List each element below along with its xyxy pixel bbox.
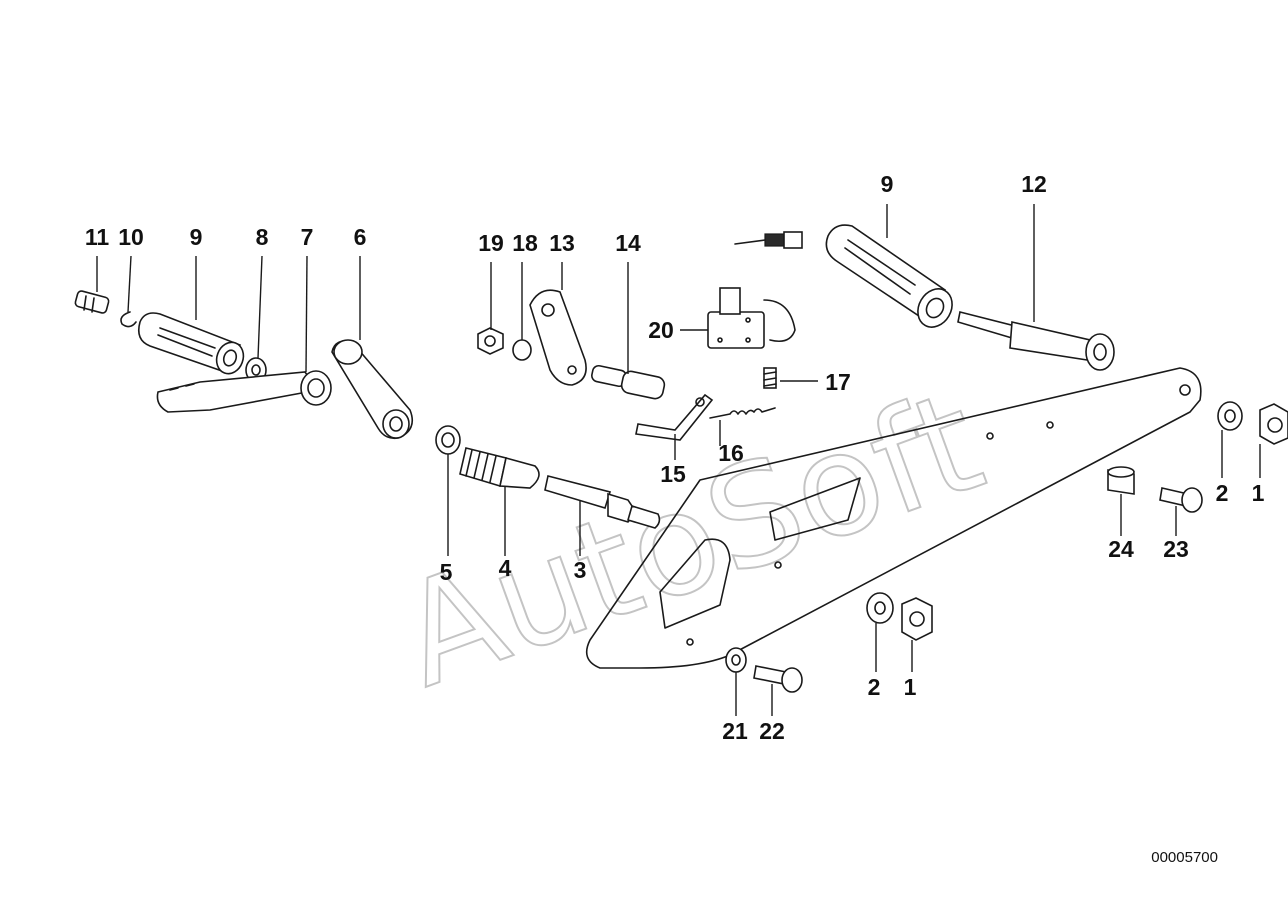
nut-part-19	[477, 327, 504, 355]
spring-wire-part-16	[709, 407, 776, 419]
washer-part-18	[512, 339, 532, 361]
pin-part-14	[591, 364, 666, 400]
lever-part-13	[529, 289, 587, 386]
bolt-part-22	[753, 665, 803, 693]
callout-15: 15	[660, 461, 686, 487]
nut-part-1-bottom	[901, 597, 933, 641]
callout-1-right: 1	[1252, 480, 1265, 506]
callout-10: 10	[118, 224, 144, 250]
callout-19: 19	[478, 230, 504, 256]
footpeg-pin-part-12	[957, 311, 1115, 371]
callout-14: 14	[615, 230, 641, 256]
document-number: 00005700	[1151, 849, 1218, 866]
footrest-bracket-plate	[585, 367, 1202, 669]
bolt-part-3	[544, 475, 661, 529]
callout-9-right: 9	[881, 171, 894, 197]
callout-8: 8	[256, 224, 269, 250]
callout-24: 24	[1108, 536, 1134, 562]
callout-1-bottom: 1	[904, 674, 917, 700]
callout-5: 5	[440, 559, 453, 585]
callout-3: 3	[574, 557, 587, 583]
callout-13: 13	[549, 230, 575, 256]
nut-part-1-right	[1259, 403, 1288, 445]
callout-7: 7	[301, 224, 314, 250]
callout-20: 20	[648, 317, 674, 343]
callout-22: 22	[759, 718, 785, 744]
shift-arm-part-6	[331, 339, 414, 440]
callout-16: 16	[718, 440, 744, 466]
callout-6: 6	[354, 224, 367, 250]
callout-2-right: 2	[1216, 480, 1229, 506]
bracket-part-15	[635, 393, 714, 441]
bushing-part-24	[1107, 466, 1135, 495]
washer-part-5	[435, 425, 461, 455]
bolt-part-23	[1159, 487, 1203, 513]
callout-11: 11	[85, 224, 110, 250]
washer-part-2-bottom	[866, 592, 894, 624]
screw-part-11	[74, 290, 110, 314]
callout-2-bottom: 2	[868, 674, 881, 700]
switch-part-20	[707, 231, 803, 349]
callout-17: 17	[825, 369, 851, 395]
washer-part-21	[725, 647, 747, 673]
callout-4: 4	[499, 555, 512, 581]
footpeg-rubber-left-part-9	[137, 312, 245, 375]
callout-23: 23	[1163, 536, 1189, 562]
leader-lines	[96, 204, 1261, 716]
callout-21: 21	[722, 718, 748, 744]
callout-9-left: 9	[190, 224, 203, 250]
splined-shaft-part-4	[459, 447, 540, 489]
lever-part-7	[156, 370, 332, 413]
callout-18: 18	[512, 230, 538, 256]
washer-part-2-right	[1217, 401, 1243, 431]
clip-part-10	[120, 311, 137, 328]
spring-part-17	[763, 367, 777, 389]
callout-12: 12	[1021, 171, 1047, 197]
callout-labels: 11 10 9 8 7 6 19 18 13 14 20 9 12 17 16 …	[85, 171, 1265, 744]
footpeg-rubber-right-part-9	[825, 224, 953, 328]
